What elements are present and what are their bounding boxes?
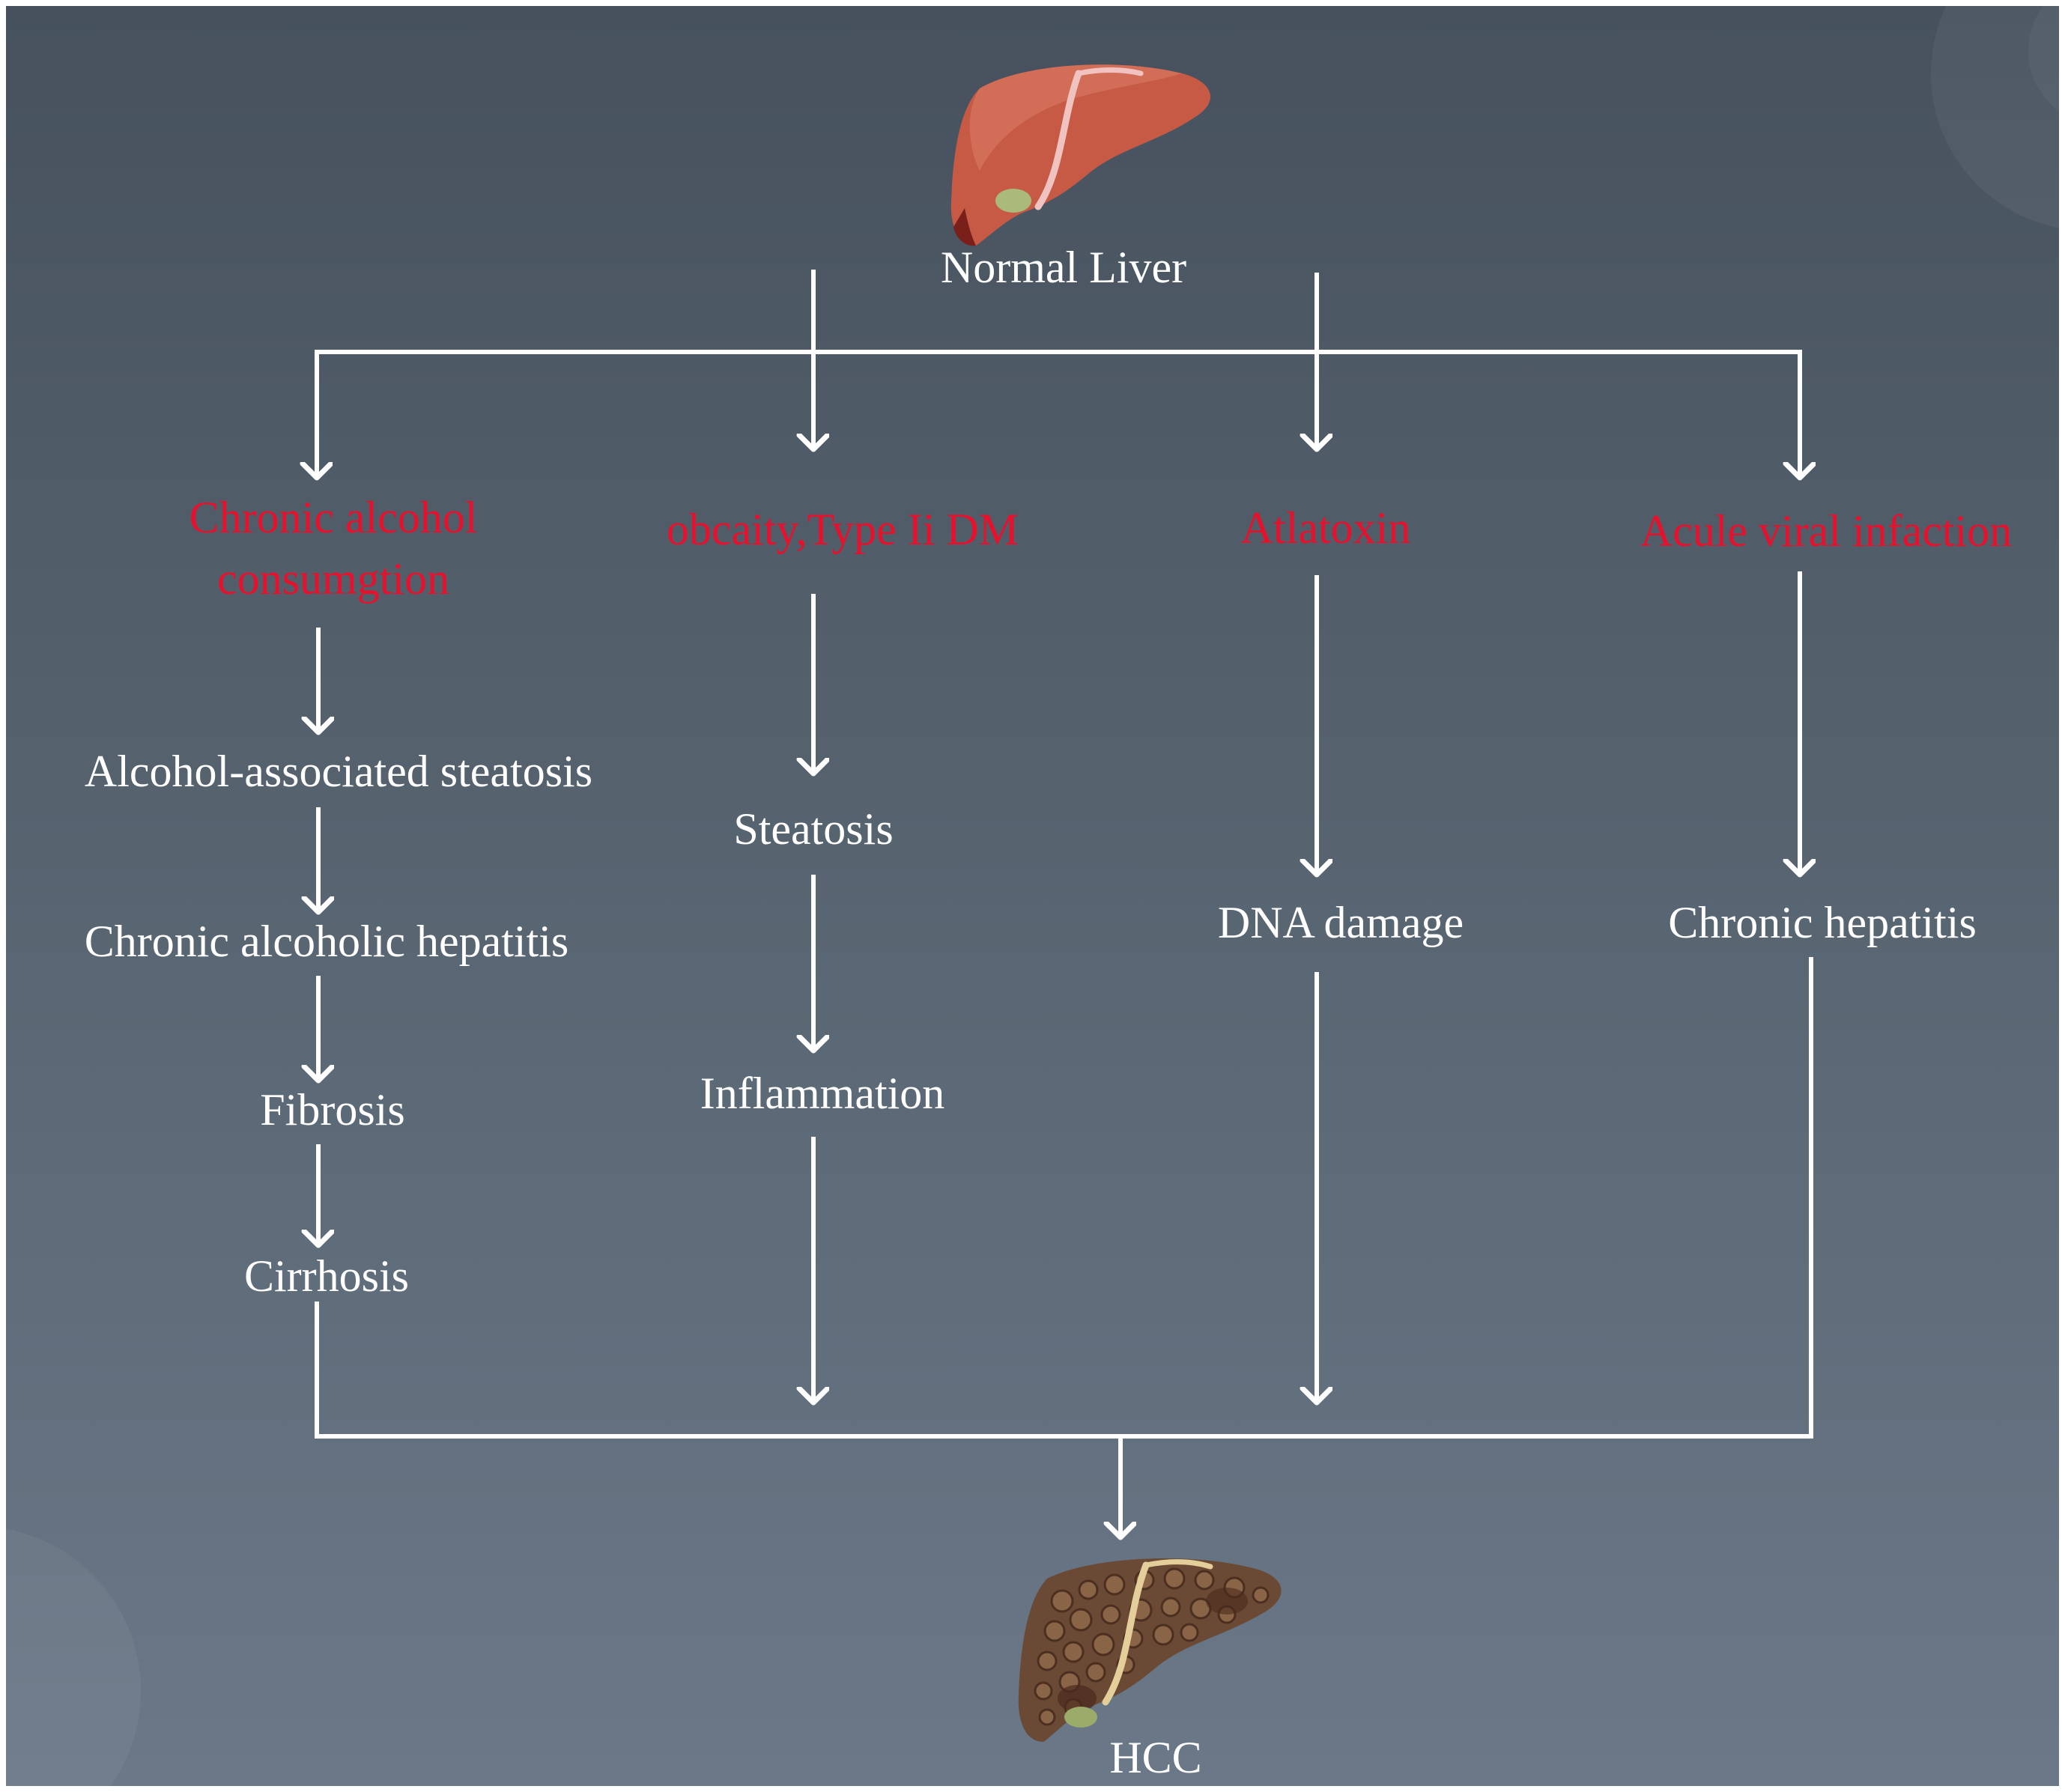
- cause-viral-infection: Acule viral infaction: [1640, 506, 2013, 556]
- stage-chronic-hepatitis: Chronic hepatitis: [1668, 898, 1977, 947]
- cause-alcohol: Chronic alcohol consumgtion: [189, 487, 478, 610]
- flow-arrows: [6, 270, 2059, 1786]
- stage-alcohol-associated-steatosis: Alcohol-associated steatosis: [84, 747, 593, 796]
- stage-steatosis: Steatosis: [733, 804, 894, 854]
- stage-chronic-alcoholic-hepatitis: Chronic alcoholic hepatitis: [84, 917, 569, 966]
- normal-liver-icon: [950, 64, 1210, 246]
- bottom-collector-bar: [315, 957, 1813, 1439]
- stage-dna-damage: DNA damage: [1217, 898, 1464, 947]
- cause-alcohol-line-1: Chronic alcohol: [189, 493, 478, 542]
- top-distribution-bar: [315, 350, 1802, 479]
- diagram-canvas: Normal Liver Chronic alcohol consumgtion…: [6, 6, 2059, 1786]
- stage-inflammation: Inflammation: [700, 1069, 945, 1118]
- cause-alcohol-line-2: consumgtion: [217, 554, 449, 604]
- cause-obesity-diabetes: obcaity,Type Ii DM: [666, 505, 1019, 554]
- cause-aflatoxin: Atlatoxin: [1240, 503, 1411, 553]
- diseased-liver-icon: [1018, 1558, 1282, 1742]
- node-normal-liver: Normal Liver: [940, 243, 1187, 292]
- stage-cirrhosis: Cirrhosis: [243, 1251, 410, 1301]
- stage-fibrosis: Fibrosis: [260, 1085, 405, 1135]
- node-hcc: HCC: [1109, 1733, 1202, 1782]
